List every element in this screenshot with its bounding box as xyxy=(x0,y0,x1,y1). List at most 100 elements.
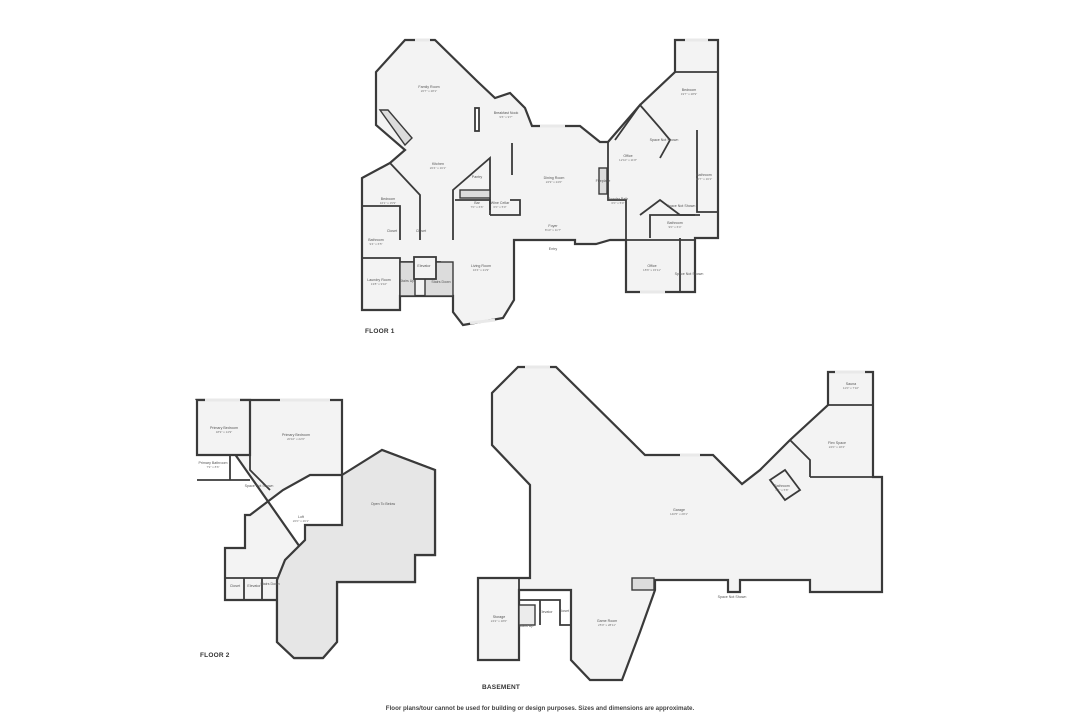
room-dimensions: 16'4" x 21'9" xyxy=(472,268,490,273)
room-name: Office xyxy=(623,154,633,158)
room-name: Family Room xyxy=(418,85,440,89)
room-label: Stairs Up xyxy=(400,279,415,283)
floor1-plan xyxy=(360,38,720,327)
room-name: Wine Cellar xyxy=(490,201,510,205)
room-label: Elevator xyxy=(417,264,430,268)
room-name: Office xyxy=(647,264,657,268)
room-name: Flex Space xyxy=(828,441,846,445)
room-name: Space Not Shown xyxy=(666,204,696,208)
room-name: Stairs Down xyxy=(260,582,280,586)
room-name: Space Not Shown xyxy=(244,484,274,488)
open-to-below xyxy=(275,448,437,660)
room-dimensions: 8'10" x 11'7" xyxy=(544,228,562,233)
room-name: Stairs Up xyxy=(399,279,415,283)
floor2-title: FLOOR 2 xyxy=(200,652,230,659)
basement-title: BASEMENT xyxy=(482,684,521,691)
room-dimensions: 20'10" x 22'0" xyxy=(286,437,306,442)
room-dimensions: 7'0" x 6'6" xyxy=(470,205,484,210)
room-label: Space Not Shown xyxy=(675,272,704,276)
room-label: Space Not Shown xyxy=(650,138,679,142)
room-label: Entry xyxy=(549,247,557,251)
room-name: Open To Below xyxy=(370,502,396,506)
room-dimensions: 20'7" x 28'1" xyxy=(420,89,438,94)
room-label: Closet xyxy=(559,609,569,613)
room-name: Closet xyxy=(229,584,241,588)
room-name: Elevator xyxy=(539,610,553,614)
room-dimensions: 24'2" x 18'0" xyxy=(490,619,508,624)
room-label: Elevator xyxy=(539,610,552,614)
room-label: Closet xyxy=(387,229,397,233)
room-label: Space Not Shown xyxy=(718,595,747,599)
room-label: Space Not Shown xyxy=(667,204,696,208)
room-name: Storage xyxy=(492,615,506,619)
room-name: Primary Bedroom xyxy=(282,433,310,437)
room-label: Elevator xyxy=(247,584,260,588)
room-label: Closet xyxy=(416,229,426,233)
room-dimensions: 18'6" x 15'11" xyxy=(643,268,661,273)
room-label: Stairs Down xyxy=(431,280,450,284)
room-name: Stairs Up xyxy=(518,624,534,628)
room-name: Space Not Shown xyxy=(674,272,704,276)
room-label: Closet xyxy=(230,584,240,588)
room-name: Foyer xyxy=(548,224,558,228)
room-name: Breakfast Nook xyxy=(493,111,519,115)
room-dimensions: 9'4" x 6'5" xyxy=(369,242,383,247)
room-name: Closet xyxy=(415,229,427,233)
room-name: Space Not Shown xyxy=(649,138,679,142)
room-name: Living Room xyxy=(471,264,491,268)
room-name: Space Not Shown xyxy=(717,595,747,599)
room-dimensions: 25'0" x 28'11" xyxy=(598,623,616,628)
basement-outline xyxy=(476,365,884,682)
room-label: Fireplace xyxy=(596,179,611,183)
room-name: Primary Bedroom xyxy=(210,426,238,430)
room-name: Bathroom xyxy=(368,238,384,242)
room-dimensions: 6'0" x 5'0" xyxy=(493,205,507,210)
disclaimer-text: Floor plans/tour cannot be used for buil… xyxy=(385,705,695,712)
room-name: Laundry Room xyxy=(367,278,391,282)
room-name: Elevator xyxy=(247,584,261,588)
room-name: Bathroom xyxy=(774,484,790,488)
room-name: Bar xyxy=(474,201,480,205)
room-name: Closet xyxy=(558,609,570,613)
room-dimensions: 16'1" x 15'9" xyxy=(379,201,397,206)
room-label: Space Not Shown xyxy=(245,484,274,488)
room-dimensions: 12'10" x 11'8" xyxy=(619,158,637,163)
room-dimensions: 6'0" x 5'0" xyxy=(611,201,625,206)
room-dimensions: 13'8" x 9'10" xyxy=(370,282,388,287)
room-dimensions: 10'7" x 16'1" xyxy=(695,177,713,182)
room-dimensions: 9'6" x 9'7" xyxy=(499,115,513,120)
room-name: Powder Bath xyxy=(607,197,629,201)
room-name: Loft xyxy=(297,515,304,519)
room-dimensions: 11'0" x 7'10" xyxy=(842,386,860,391)
room-label: Stairs Up xyxy=(519,624,534,628)
room-dimensions: 22'0" x 18'4" xyxy=(828,445,846,450)
floor2-plan xyxy=(194,398,437,660)
room-dimensions: 24'9" x 24'0" xyxy=(545,180,563,185)
room-name: Bathroom xyxy=(696,173,712,177)
room-name: Bedroom xyxy=(380,197,396,201)
room-dimensions: 18'9" x 14'9" xyxy=(215,430,233,435)
room-name: Garage xyxy=(673,508,685,512)
room-label: Open To Below xyxy=(371,502,395,506)
room-name: Closet xyxy=(386,229,398,233)
room-name: Pantry xyxy=(471,175,483,179)
